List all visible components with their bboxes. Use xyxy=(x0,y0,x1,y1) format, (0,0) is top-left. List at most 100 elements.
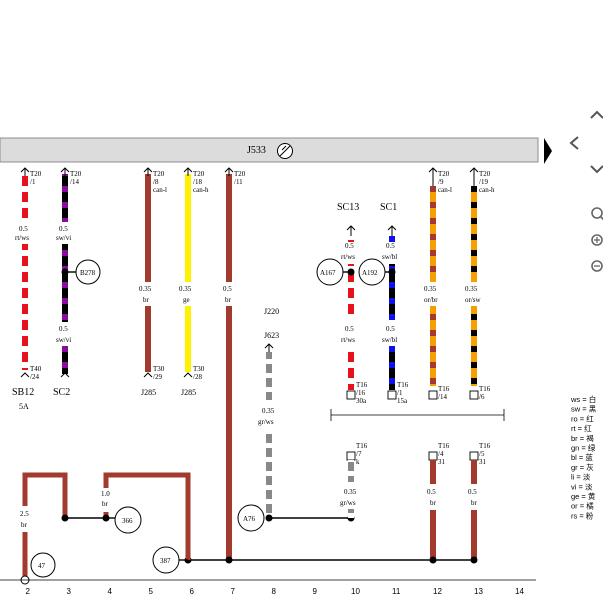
svg-text:/14: /14 xyxy=(70,178,79,186)
column-number: 9 xyxy=(313,587,318,596)
svg-text:/19: /19 xyxy=(479,178,488,186)
svg-text:can-l: can-l xyxy=(438,186,452,194)
svg-text:366: 366 xyxy=(122,517,133,525)
column-number: 13 xyxy=(474,587,483,596)
svg-text:T16: T16 xyxy=(397,381,409,389)
component-j623: J623 xyxy=(264,331,279,340)
svg-text:br: br xyxy=(430,499,437,507)
svg-text:gr/ws: gr/ws xyxy=(340,499,356,507)
svg-text:T40: T40 xyxy=(30,365,42,373)
svg-text:T16: T16 xyxy=(479,442,491,450)
svg-text:B278: B278 xyxy=(80,269,96,277)
svg-text:T16: T16 xyxy=(438,442,450,450)
svg-text:A76: A76 xyxy=(243,515,256,523)
column-number: 14 xyxy=(515,587,524,596)
column-number: 12 xyxy=(433,587,442,596)
svg-text:br: br xyxy=(21,521,28,529)
legend-entry: vi = 淡 xyxy=(571,482,593,491)
svg-text:/5: /5 xyxy=(479,450,485,458)
svg-text:k: k xyxy=(356,458,360,466)
pan-up-icon[interactable] xyxy=(590,110,603,119)
svg-text:rt/ws: rt/ws xyxy=(341,336,355,344)
svg-text:can-h: can-h xyxy=(479,186,495,194)
svg-text:T16: T16 xyxy=(479,385,491,393)
legend-entry: rs = 粉 xyxy=(571,510,594,520)
svg-text:/24: /24 xyxy=(30,373,39,381)
bus-bar xyxy=(0,137,539,163)
svg-text:br: br xyxy=(471,499,478,507)
svg-text:387: 387 xyxy=(160,557,171,565)
color-legend: ws = 白sw = 黑ro = 红rt = 红br = 褐gn = 绿bl =… xyxy=(570,394,597,520)
svg-text:2.5: 2.5 xyxy=(20,510,29,518)
pin-connector-icon xyxy=(346,225,397,236)
component-sc2: SC2 xyxy=(53,387,70,398)
svg-text:0.35: 0.35 xyxy=(344,488,357,496)
svg-text:/18: /18 xyxy=(193,178,202,186)
column-number: 11 xyxy=(392,587,401,596)
wire-col5 xyxy=(145,174,151,372)
connector-a192 xyxy=(358,258,386,286)
component-j285: J285 xyxy=(141,388,156,397)
t16-connector-icon xyxy=(346,390,479,400)
wire-col6 xyxy=(185,174,191,372)
connector-bracket xyxy=(330,409,505,421)
svg-text:/6: /6 xyxy=(479,393,485,401)
pan-down-icon[interactable] xyxy=(590,165,603,174)
svg-text:T20: T20 xyxy=(193,170,205,178)
component-j285: J285 xyxy=(181,388,196,397)
svg-text:0.5: 0.5 xyxy=(223,285,232,293)
component-sb12: SB12 xyxy=(12,387,34,398)
svg-text:0.5: 0.5 xyxy=(468,488,477,496)
svg-text:30a: 30a xyxy=(356,397,367,405)
column-number: 8 xyxy=(272,587,277,596)
svg-text:can-l: can-l xyxy=(153,186,167,194)
zoom-out-icon[interactable] xyxy=(591,260,603,272)
svg-text:15a: 15a xyxy=(397,397,408,405)
wire-col12 xyxy=(430,186,436,386)
svg-text:T20: T20 xyxy=(438,170,450,178)
svg-text:br: br xyxy=(143,296,150,304)
zoom-in-icon[interactable] xyxy=(591,234,603,246)
component-sc13: SC13 xyxy=(337,202,359,213)
expand-panel-icon[interactable] xyxy=(544,138,552,164)
column-number: 4 xyxy=(108,587,113,596)
svg-text:0.5: 0.5 xyxy=(386,242,395,250)
svg-text:31: 31 xyxy=(438,458,446,466)
svg-text:/9: /9 xyxy=(438,178,444,186)
svg-text:1.0: 1.0 xyxy=(101,490,110,498)
wire-col8 xyxy=(264,343,274,518)
svg-text:ge: ge xyxy=(183,296,190,304)
legend-entry: li = 淡 xyxy=(571,473,591,482)
connector-a167 xyxy=(316,258,344,286)
wire-col2 xyxy=(22,174,28,370)
svg-text:sw/vi: sw/vi xyxy=(56,234,71,242)
connector-366 xyxy=(114,506,142,534)
legend-entry: or = 橘 xyxy=(571,501,594,511)
svg-text:0.35: 0.35 xyxy=(424,285,437,293)
svg-text:/7: /7 xyxy=(356,450,362,458)
column-number: 3 xyxy=(67,587,72,596)
svg-text:T30: T30 xyxy=(193,365,205,373)
connector-a76 xyxy=(237,504,265,532)
zoom-search-icon[interactable] xyxy=(591,207,603,221)
t16-connector-icon xyxy=(346,451,479,461)
svg-text:A167: A167 xyxy=(320,269,336,277)
svg-text:T16: T16 xyxy=(356,381,368,389)
svg-text:br: br xyxy=(102,500,109,508)
svg-text:T20: T20 xyxy=(234,170,246,178)
svg-text:T20: T20 xyxy=(30,170,42,178)
connector-387 xyxy=(152,546,180,574)
pan-left-icon[interactable] xyxy=(569,136,579,150)
svg-text:0.35: 0.35 xyxy=(465,285,478,293)
svg-text:0.35: 0.35 xyxy=(179,285,192,293)
pin-connector-icon xyxy=(20,167,479,186)
svg-text:47: 47 xyxy=(38,562,46,570)
svg-text:31: 31 xyxy=(479,458,487,466)
svg-text:/8: /8 xyxy=(153,178,159,186)
svg-text:0.5: 0.5 xyxy=(386,325,395,333)
svg-text:0.5: 0.5 xyxy=(59,225,68,233)
svg-text:T20: T20 xyxy=(153,170,165,178)
svg-text:/11: /11 xyxy=(234,178,243,186)
